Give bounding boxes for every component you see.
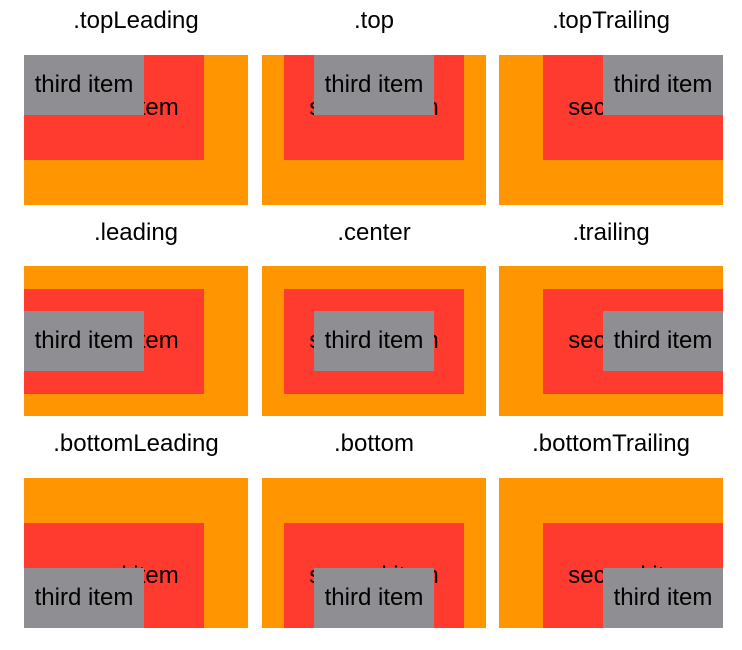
third-item-text: third item: [613, 584, 713, 611]
alignment-label-top-leading: .topLeading: [73, 7, 199, 34]
alignment-label-center: .center: [337, 219, 411, 246]
third-item-gray: third item: [24, 311, 144, 371]
third-item-text: third item: [34, 71, 134, 98]
alignment-label-bottom: .bottom: [333, 430, 415, 457]
alignment-label-leading: .leading: [93, 219, 179, 246]
third-item-text: third item: [613, 71, 713, 98]
third-item-gray: third item: [24, 55, 144, 115]
alignment-label-trailing: .trailing: [572, 219, 650, 246]
alignment-label-top-trailing: .topTrailing: [552, 7, 670, 34]
alignment-label-bottom-leading: .bottomLeading: [53, 430, 219, 457]
third-item-gray: third item: [314, 568, 434, 628]
alignment-label-bottom-trailing: .bottomTrailing: [532, 430, 690, 457]
third-item-gray: third item: [314, 311, 434, 371]
third-item-gray: third item: [314, 55, 434, 115]
third-item-text: third item: [324, 584, 424, 611]
third-item-text: third item: [34, 584, 134, 611]
third-item-gray: third item: [603, 568, 723, 628]
third-item-gray: third item: [24, 568, 144, 628]
third-item-text: third item: [324, 71, 424, 98]
third-item-gray: third item: [603, 55, 723, 115]
third-item-text: third item: [324, 327, 424, 354]
third-item-text: third item: [613, 327, 713, 354]
alignment-label-top: .top: [353, 7, 395, 34]
third-item-text: third item: [34, 327, 134, 354]
third-item-gray: third item: [603, 311, 723, 371]
